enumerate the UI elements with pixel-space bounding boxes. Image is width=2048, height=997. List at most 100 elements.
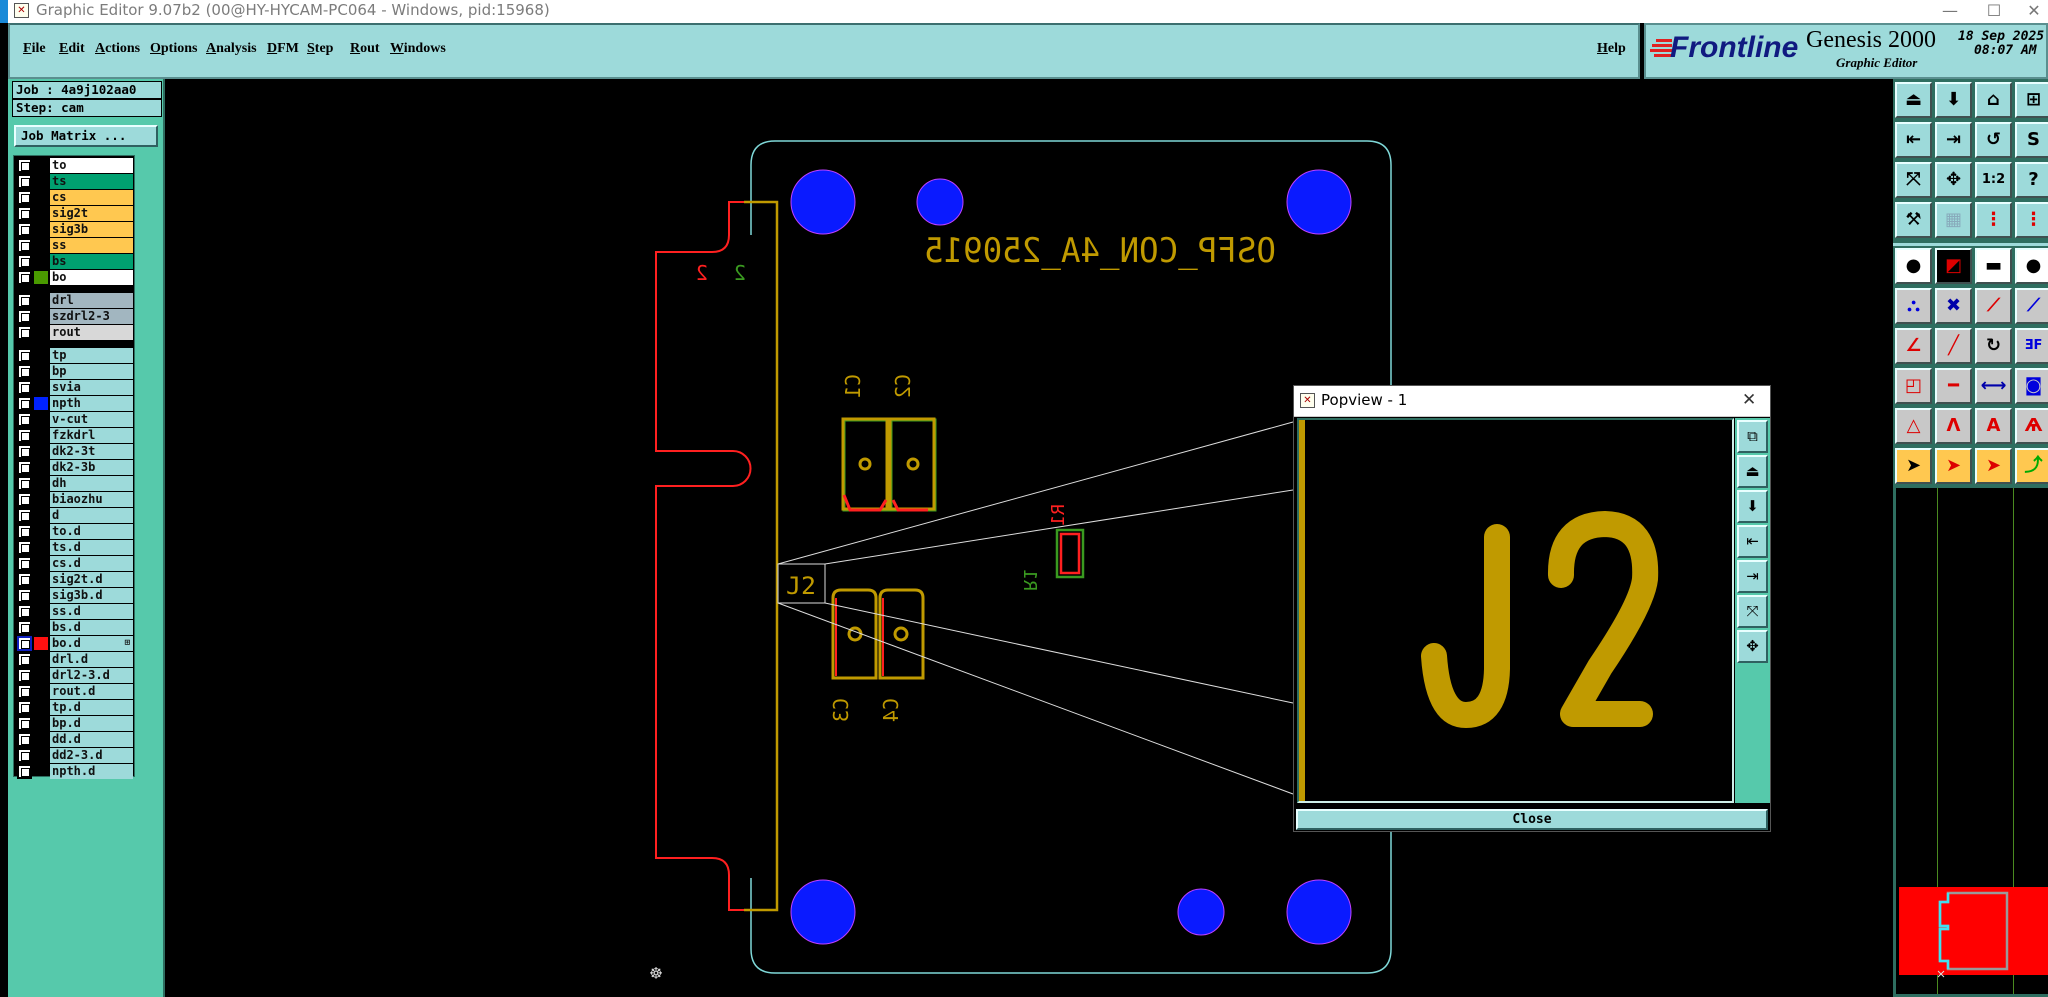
layer-color-swatch[interactable] [34,239,48,252]
layer-checkbox[interactable] [17,764,32,779]
pan-right-icon[interactable]: ⇥ [1935,122,1972,158]
layer-row-cs.d[interactable]: cs.d [17,556,133,571]
layer-checkbox[interactable] [17,508,32,523]
layer-checkbox[interactable] [17,364,32,379]
layer-color-swatch[interactable] [34,637,48,650]
angle-icon[interactable]: ∠ [1895,328,1932,364]
layer-row-v-cut[interactable]: v-cut [17,412,133,427]
select-net-icon[interactable]: ⤴ [2015,448,2048,484]
menu-edit[interactable]: Edit [59,41,85,56]
layer-checkbox[interactable] [17,190,32,205]
arc-cross-icon[interactable]: Ѧ [2015,408,2048,444]
home-icon[interactable]: ⌂ [1975,82,2012,118]
layer-checkbox[interactable] [17,556,32,571]
layer-checkbox[interactable] [17,428,32,443]
layer-row-tp[interactable]: tp [17,348,133,363]
layer-checkbox[interactable] [17,174,32,189]
layer-checkbox[interactable] [17,540,32,555]
layer-name[interactable]: drl.d [50,652,133,667]
ruler-icon[interactable]: ▬ [1975,248,2012,284]
line-icon[interactable]: ╱ [1935,328,1972,364]
pan-down-icon[interactable]: ⬇ [1935,82,1972,118]
pan-left-icon[interactable]: ⇤ [1895,122,1932,158]
layer-name[interactable]: tp.d [50,700,133,715]
arc-fill-icon[interactable]: A [1975,408,2012,444]
layer-name[interactable]: ts.d [50,540,133,555]
layer-row-ss.d[interactable]: ss.d [17,604,133,619]
layer-checkbox[interactable] [17,206,32,221]
layer-color-swatch[interactable] [34,429,48,442]
select-polygon-icon[interactable]: ➤ [1975,448,2012,484]
layer-name[interactable]: sig3b [50,222,133,237]
layer-color-swatch[interactable] [34,605,48,618]
delete-point-icon[interactable]: ✖ [1935,288,1972,324]
line-split-icon[interactable]: ━ [1935,368,1972,404]
layer-row-drl2-3.d[interactable]: drl2-3.d [17,668,133,683]
layer-color-swatch[interactable] [34,413,48,426]
pad-icon[interactable]: ● [2015,248,2048,284]
layer-color-swatch[interactable] [34,326,48,339]
pan-down-icon[interactable]: ⬇ [1737,490,1768,523]
layer-name[interactable]: tp [50,348,133,363]
select-box-icon[interactable]: ➤ [1935,448,1972,484]
layer-name[interactable]: to.d [50,524,133,539]
popview-canvas[interactable]: J2 [1297,418,1734,803]
layer-row-npth[interactable]: npth [17,396,133,411]
pan-left-icon[interactable]: ⇤ [1737,525,1768,558]
layer-name[interactable]: rout.d [50,684,133,699]
job-matrix-button[interactable]: Job Matrix ... [14,125,158,147]
layer-name[interactable]: d [50,508,133,523]
layer-row-sig2t.d[interactable]: sig2t.d [17,572,133,587]
layer-color-swatch[interactable] [34,589,48,602]
layer-color-swatch[interactable] [34,159,48,172]
layer-row-bp[interactable]: bp [17,364,133,379]
layer-color-swatch[interactable] [34,733,48,746]
layer-color-swatch[interactable] [34,255,48,268]
layer-checkbox[interactable] [17,380,32,395]
layer-name[interactable]: v-cut [50,412,133,427]
zoom-out-icon[interactable]: ✥ [1737,630,1768,663]
layer-color-swatch[interactable] [34,557,48,570]
arc-icon[interactable]: △ [1895,408,1932,444]
layer-row-ts.d[interactable]: ts.d [17,540,133,555]
layer-checkbox[interactable] [17,254,32,269]
help-icon[interactable]: ? [2015,162,2048,198]
layer-row-ts[interactable]: ts [17,174,133,189]
shapes-icon[interactable]: ◙ [2015,368,2048,404]
popview-close-x[interactable]: ✕ [1742,390,1757,410]
layer-name[interactable]: cs.d [50,556,133,571]
layer-checkbox[interactable] [17,444,32,459]
layer-color-swatch[interactable] [34,397,48,410]
zoom-home-icon[interactable]: ⧉ [1737,420,1768,453]
measure-area-icon[interactable]: ◩ [1935,248,1972,284]
minimap-view-rect[interactable] [1899,887,2048,975]
zoom-out-icon[interactable]: ✥ [1935,162,1972,198]
layer-checkbox[interactable] [17,270,32,285]
layer-name[interactable]: ss.d [50,604,133,619]
layer-name[interactable]: bp [50,364,133,379]
menu-options[interactable]: Options [150,41,198,56]
layer-color-swatch[interactable] [34,669,48,682]
layer-name[interactable]: bs [50,254,133,269]
layer-checkbox[interactable] [17,325,32,340]
layer-checkbox[interactable] [17,222,32,237]
layer-color-swatch[interactable] [34,749,48,762]
layer-checkbox[interactable] [17,700,32,715]
layer-checkbox[interactable] [17,348,32,363]
layer-name[interactable]: bp.d [50,716,133,731]
layer-name[interactable]: bo [50,270,133,285]
layer-color-swatch[interactable] [34,717,48,730]
layer-color-swatch[interactable] [34,271,48,284]
layer-checkbox[interactable] [17,652,32,667]
menu-help[interactable]: Help [1597,41,1626,56]
zoom-in-icon[interactable]: ⤧ [1737,595,1768,628]
layer-name[interactable]: dd.d [50,732,133,747]
layer-color-swatch[interactable] [34,525,48,538]
layer-color-swatch[interactable] [34,573,48,586]
layer-checkbox[interactable] [17,588,32,603]
layer-checkbox[interactable] [17,636,32,651]
layer-name[interactable]: dd2-3.d [50,748,133,763]
layer-checkbox[interactable] [17,668,32,683]
layer-checkbox[interactable] [17,716,32,731]
layer-name[interactable]: svia [50,380,133,395]
